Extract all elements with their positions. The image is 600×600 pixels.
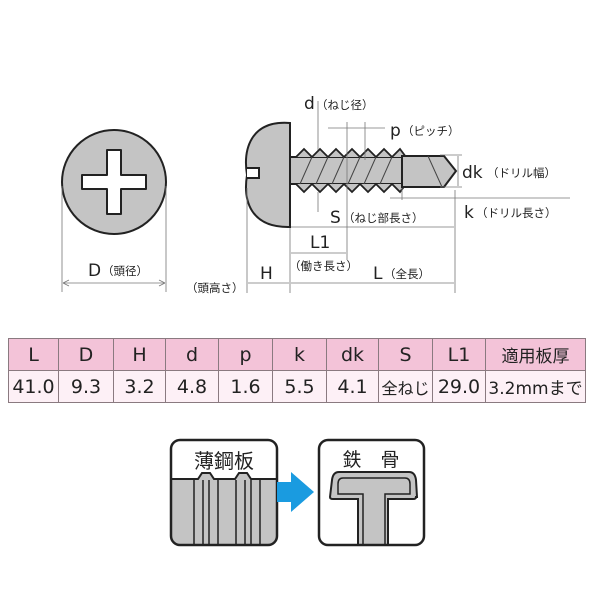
- header-cell: D: [58, 338, 114, 371]
- screw-head: [245, 121, 291, 229]
- screw-diagram: D （頭径） d: [61, 94, 570, 295]
- k-note: （ドリル長さ）: [476, 206, 557, 220]
- header-cell: L1: [432, 338, 486, 371]
- header-cell: S: [378, 338, 433, 371]
- value-cell: 29.0: [432, 370, 486, 403]
- h-label: H: [260, 264, 273, 284]
- p-note: （ピッチ）: [402, 124, 460, 138]
- steel-frame-icon: 鉄 骨: [317, 438, 426, 547]
- header-cell: 適用板厚: [485, 338, 586, 371]
- header-cell: d: [165, 338, 219, 371]
- value-cell: 41.0: [8, 370, 59, 403]
- thin-steel-plate-label: 薄鋼板: [194, 449, 254, 473]
- thin-steel-plate-icon: 薄鋼板: [169, 438, 279, 547]
- d-head-label: D: [88, 261, 101, 281]
- header-cell: dk: [326, 338, 379, 371]
- d-label: d: [304, 94, 315, 114]
- l-note: （全長）: [384, 267, 430, 281]
- arrow-right-icon: [277, 472, 314, 512]
- steel-frame-label: 鉄 骨: [342, 449, 399, 471]
- h-note: （頭高さ）: [186, 281, 244, 295]
- dk-label: dk: [462, 163, 483, 183]
- phillips-cross-icon: [81, 149, 147, 215]
- value-cell: 5.5: [272, 370, 327, 403]
- screw-side-view: d （ねじ径） p （ピッチ） dk （ドリル幅） k （ドリル長さ） S （ね…: [186, 94, 570, 295]
- s-note: （ねじ部長さ）: [343, 211, 424, 225]
- value-cell: 3.2: [113, 370, 166, 403]
- l1-label: L1: [310, 233, 330, 253]
- spec-table: L D H d p k dk S L1 適用板厚 41.0 9.3 3.2 4.…: [8, 338, 586, 403]
- drill-point: [401, 155, 458, 188]
- value-cell: 全ねじ: [378, 370, 433, 403]
- value-cell: 1.6: [218, 370, 273, 403]
- value-cell: 4.1: [326, 370, 379, 403]
- screw-head-top-view: D （頭径）: [61, 129, 167, 292]
- header-cell: p: [218, 338, 273, 371]
- spec-value-row: 41.0 9.3 3.2 4.8 1.6 5.5 4.1 全ねじ 29.0 3.…: [8, 370, 586, 403]
- header-cell: k: [272, 338, 327, 371]
- k-label: k: [464, 203, 474, 223]
- spec-header-row: L D H d p k dk S L1 適用板厚: [8, 338, 586, 371]
- screw-threads: [295, 147, 407, 194]
- value-cell: 3.2mmまで: [485, 370, 586, 403]
- screw-shank: [289, 156, 403, 185]
- l1-note: （働き長さ）: [289, 259, 358, 273]
- l-label: L: [373, 264, 383, 284]
- s-label: S: [330, 208, 341, 228]
- d-note: （ねじ径）: [316, 98, 374, 112]
- p-label: p: [390, 121, 401, 141]
- d-head-note: （頭径）: [102, 264, 148, 278]
- header-cell: H: [113, 338, 166, 371]
- application-diagram: 薄鋼板 鉄 骨: [169, 438, 426, 547]
- dk-note: （ドリル幅）: [487, 166, 556, 180]
- header-cell: L: [8, 338, 59, 371]
- value-cell: 4.8: [165, 370, 219, 403]
- value-cell: 9.3: [58, 370, 114, 403]
